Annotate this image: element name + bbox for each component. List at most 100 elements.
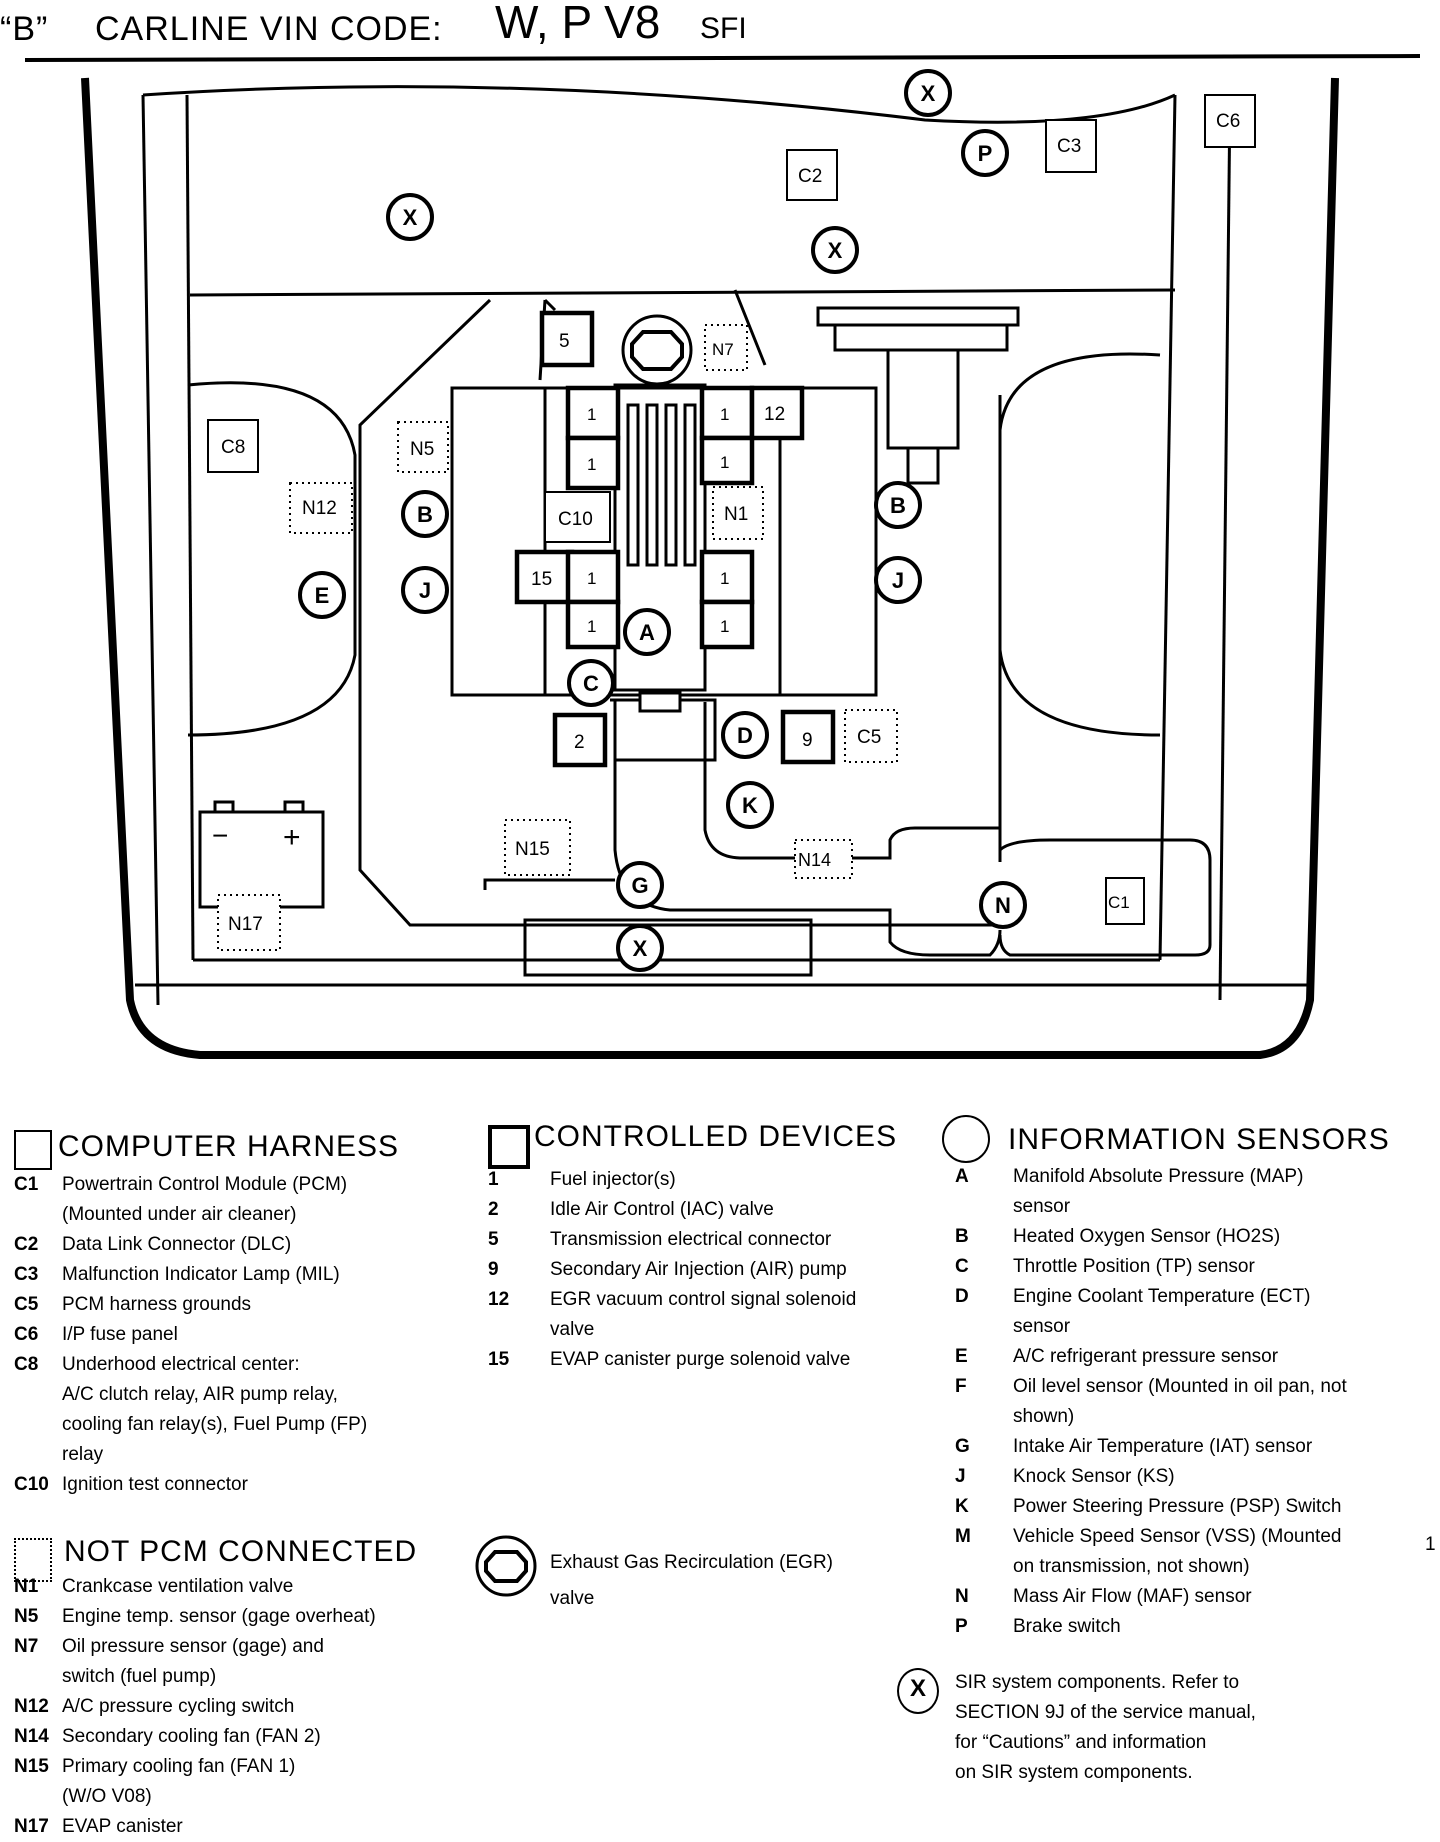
label-n17: N17	[228, 914, 263, 935]
label-1h: 1	[720, 617, 729, 636]
legend-code: 2	[488, 1199, 499, 1220]
label-1g: 1	[720, 569, 729, 588]
legend-description: (Mounted under air cleaner)	[62, 1204, 297, 1225]
legend-description: (W/O V08)	[62, 1786, 152, 1807]
box-1e	[565, 549, 621, 605]
information-sensors-heading: INFORMATION SENSORS	[1008, 1123, 1390, 1156]
circle-x-bottom	[616, 924, 664, 972]
legend-code: N14	[14, 1726, 49, 1747]
battery-minus: −	[212, 820, 228, 851]
legend-code: 1	[488, 1169, 499, 1190]
sir-note-line: for “Cautions” and information	[955, 1732, 1207, 1753]
label-2: 2	[574, 732, 585, 753]
legend-description: switch (fuel pump)	[62, 1666, 217, 1687]
label-c8: C8	[221, 437, 245, 458]
legend-code: 5	[488, 1229, 499, 1250]
legend-code: K	[955, 1496, 969, 1517]
box-1f	[565, 599, 621, 650]
legend-code: N5	[14, 1606, 39, 1627]
left-wheel-well	[187, 381, 357, 737]
legend-code: E	[955, 1346, 968, 1367]
legend-description: Heated Oxygen Sensor (HO2S)	[1013, 1226, 1281, 1247]
circle-b-right	[874, 481, 922, 529]
legend-code: C10	[14, 1474, 49, 1495]
legend-description: EVAP canister purge solenoid valve	[550, 1349, 851, 1370]
legend-code: G	[955, 1436, 970, 1457]
engine-component-locator-diagram: “B” CARLINE VIN CODE: W, P V8 SFI	[0, 0, 1421, 1059]
legend-description: Intake Air Temperature (IAT) sensor	[1013, 1436, 1313, 1457]
legend-description: valve	[550, 1319, 595, 1340]
circle-x-mid	[811, 226, 859, 274]
not-pcm-heading: NOT PCM CONNECTED	[64, 1535, 418, 1568]
circle-x-top	[904, 69, 952, 117]
box-c10	[544, 491, 611, 543]
legend-description: Ignition test connector	[62, 1474, 248, 1495]
label-b-right: B	[890, 493, 906, 518]
legend-description: sensor	[1013, 1316, 1071, 1337]
legend-code: D	[955, 1286, 969, 1307]
legend-description: Vehicle Speed Sensor (VSS) (Mounted	[1013, 1526, 1342, 1547]
circle-e	[298, 571, 346, 619]
intake-runners	[626, 403, 697, 567]
circle-k	[726, 781, 774, 829]
title-rule	[24, 54, 1421, 62]
box-5	[539, 310, 595, 368]
box-n17	[217, 894, 281, 951]
legend-code: C8	[14, 1354, 39, 1375]
margin-mark: 1	[1425, 1534, 1436, 1555]
vehicle-outline	[81, 77, 1339, 1059]
label-c10: C10	[558, 509, 593, 530]
label-c5: C5	[857, 727, 881, 748]
label-c6: C6	[1216, 111, 1240, 132]
legend-description: EVAP canister	[62, 1816, 183, 1837]
label-x-left: X	[403, 205, 418, 230]
legend-description: Engine Coolant Temperature (ECT)	[1013, 1286, 1311, 1307]
label-n1: N1	[724, 504, 748, 525]
label-5: 5	[559, 331, 570, 352]
legend-code: N15	[14, 1756, 49, 1777]
legend-code: C1	[14, 1174, 39, 1195]
label-x-bottom: X	[633, 936, 648, 961]
legend-description: Brake switch	[1013, 1616, 1121, 1637]
label-c2: C2	[798, 166, 822, 187]
computer-harness-square-icon	[14, 1130, 52, 1170]
box-12	[749, 385, 805, 441]
legend-description: Underhood electrical center:	[62, 1354, 300, 1375]
legend-description: Knock Sensor (KS)	[1013, 1466, 1175, 1487]
label-n12: N12	[302, 498, 337, 519]
box-c3	[1045, 119, 1097, 173]
label-1e: 1	[587, 569, 596, 588]
computer-harness-heading: COMPUTER HARNESS	[58, 1130, 400, 1163]
sir-note-line: SECTION 9J of the service manual,	[955, 1702, 1256, 1723]
controlled-devices-square-icon	[488, 1125, 530, 1169]
legend-description: Oil level sensor (Mounted in oil pan, no…	[1013, 1376, 1347, 1397]
circle-p	[961, 129, 1009, 177]
box-2	[552, 712, 608, 768]
circle-j-right	[874, 556, 922, 604]
legend-code: 12	[488, 1289, 510, 1310]
legend-description: Primary cooling fan (FAN 1)	[62, 1756, 296, 1777]
label-k: K	[742, 793, 758, 818]
label-n5: N5	[410, 439, 434, 460]
legend-description: Malfunction Indicator Lamp (MIL)	[62, 1264, 340, 1285]
sir-x-symbol: X	[909, 1675, 926, 1702]
box-c1	[1105, 877, 1145, 925]
label-a: A	[639, 620, 655, 645]
box-c2	[786, 149, 838, 201]
legend-description: Power Steering Pressure (PSP) Switch	[1013, 1496, 1342, 1517]
legend-code: N17	[14, 1816, 49, 1837]
box-c6	[1204, 94, 1256, 148]
box-n1	[712, 486, 764, 540]
label-1c: 1	[720, 405, 729, 424]
box-n15	[504, 819, 571, 876]
title-prefix: “B”	[0, 10, 48, 48]
egr-legend-line1: Exhaust Gas Recirculation (EGR)	[550, 1552, 833, 1573]
box-1d	[699, 435, 755, 486]
sensor-circles	[298, 69, 1027, 972]
legend-description: Transmission electrical connector	[550, 1229, 832, 1250]
legend-code: 9	[488, 1259, 499, 1280]
legend-description: cooling fan relay(s), Fuel Pump (FP)	[62, 1414, 368, 1435]
